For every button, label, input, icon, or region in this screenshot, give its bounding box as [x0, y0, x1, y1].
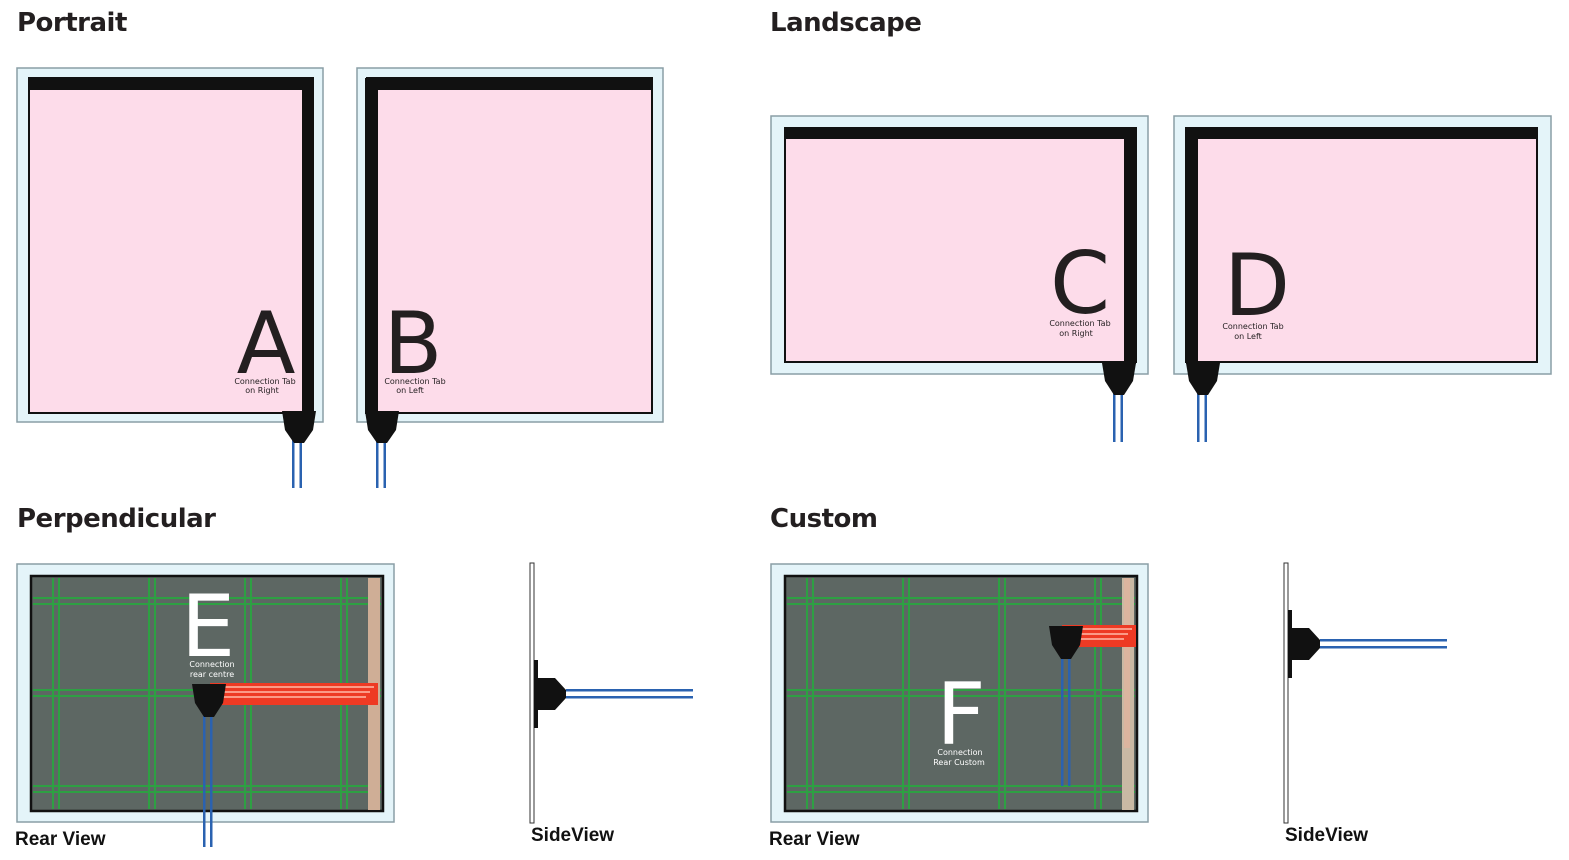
- connector-e: [192, 684, 226, 717]
- panel-e: E Connection rear centre: [16, 563, 395, 847]
- panel-b: B Connection Tab on Left: [356, 67, 664, 488]
- grid-f: [787, 578, 1135, 809]
- cable-e: [203, 705, 213, 847]
- landscape-heading: Landscape: [770, 8, 922, 38]
- custom-heading: Custom: [770, 504, 878, 534]
- side-view-1: [529, 562, 693, 824]
- cable-a: [292, 438, 302, 488]
- letter-a: A: [237, 294, 296, 394]
- letter-c: C: [1050, 234, 1110, 334]
- label-b-line2: on Left: [396, 386, 424, 395]
- label-e-line1: Connection: [189, 660, 234, 669]
- cable-d: [1197, 392, 1207, 442]
- cable-b: [376, 438, 386, 488]
- connector-a: [282, 411, 316, 443]
- connector-c: [1102, 363, 1136, 395]
- label-b-line1: Connection Tab: [384, 377, 445, 386]
- panel-f: F Connection Rear Custom: [770, 563, 1149, 823]
- panel-c: C Connection Tab on Right: [770, 115, 1149, 442]
- label-d-line1: Connection Tab: [1222, 322, 1283, 331]
- side-view-caption-1: SideView: [531, 825, 615, 846]
- cable-f: [1061, 655, 1071, 786]
- rear-view-caption-1: Rear View: [15, 829, 106, 850]
- letter-f: F: [936, 665, 985, 765]
- portrait-heading: Portrait: [17, 8, 127, 38]
- perpendicular-heading: Perpendicular: [17, 504, 216, 534]
- letter-d: D: [1224, 236, 1290, 336]
- side-view-2: [1283, 562, 1447, 824]
- cable-c: [1113, 392, 1123, 442]
- flex-tail-e: [210, 683, 378, 705]
- label-c-line2: on Right: [1059, 329, 1093, 338]
- label-a-line2: on Right: [245, 386, 279, 395]
- label-e-line2: rear centre: [190, 670, 234, 679]
- label-d-line2: on Left: [1234, 332, 1262, 341]
- letter-b: B: [384, 294, 443, 394]
- label-f-line1: Connection: [937, 748, 982, 757]
- connector-f: [1049, 626, 1083, 659]
- label-c-line1: Connection Tab: [1049, 319, 1110, 328]
- letter-e: E: [181, 577, 235, 677]
- label-a-line1: Connection Tab: [234, 377, 295, 386]
- label-f-line2: Rear Custom: [933, 758, 985, 767]
- panel-a: A Connection Tab on Right: [16, 67, 324, 488]
- connector-d: [1186, 363, 1220, 395]
- panel-d: D Connection Tab on Left: [1173, 115, 1552, 442]
- side-view-caption-2: SideView: [1285, 825, 1369, 846]
- rear-view-caption-2: Rear View: [769, 829, 860, 850]
- connector-b: [365, 411, 399, 443]
